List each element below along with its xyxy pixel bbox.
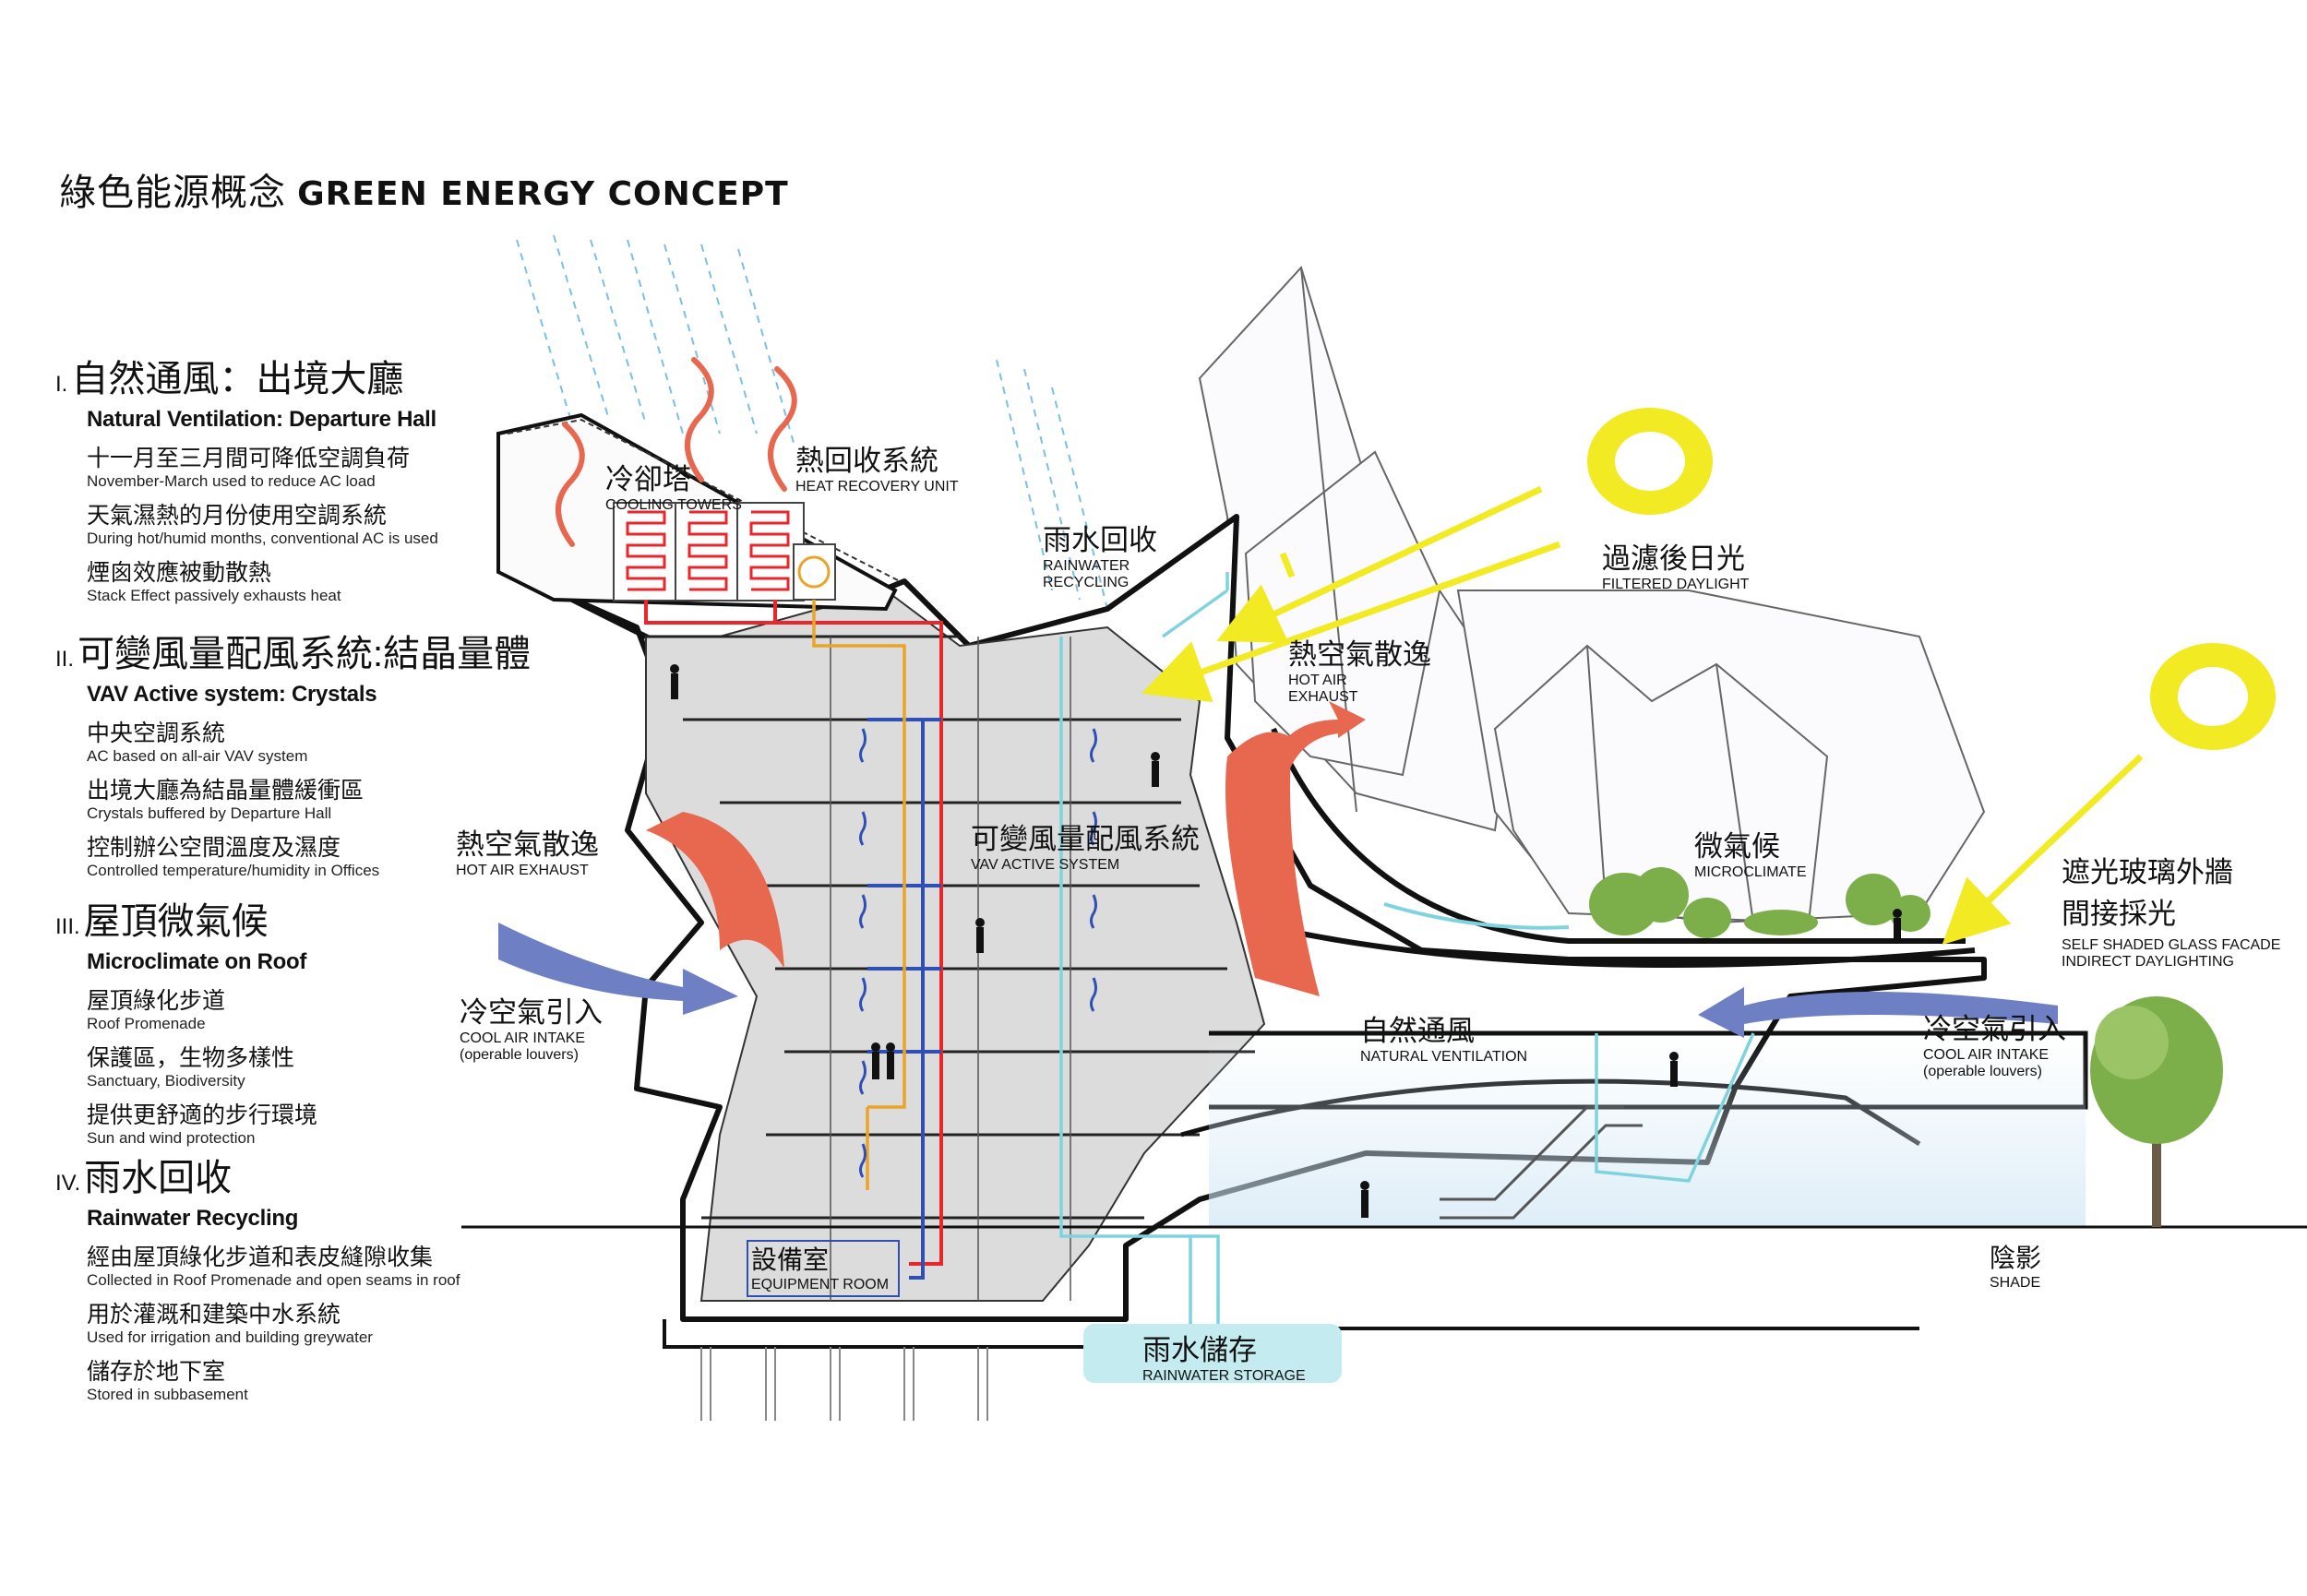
legend-item-en: Stack Effect passively exhausts heat: [87, 587, 341, 604]
legend-item-en: November-March used to reduce AC load: [87, 472, 376, 490]
label-glass-facade: 遮光玻璃外牆 間接採光 SELF SHADED GLASS FACADE IND…: [2062, 856, 2281, 970]
sun-rays: [1142, 485, 2144, 946]
label-hot-air-exhaust-left: 熱空氣散逸 HOT AIR EXHAUST: [456, 828, 599, 878]
label-hot-air-exhaust-top: 熱空氣散逸 HOT AIR EXHAUST: [1288, 638, 1431, 705]
street-tree: [2090, 996, 2223, 1227]
sun-top: [1587, 408, 1713, 515]
label-vav-system: 可變風量配風系統 VAV ACTIVE SYSTEM: [971, 823, 1200, 873]
legend-number: IV.: [55, 1171, 81, 1196]
legend-item-zh: 中央空調系統: [87, 721, 226, 746]
cooling-tower-coils: [613, 502, 805, 601]
legend-heading-zh: 自然通風：出境大廳: [71, 359, 404, 399]
sun-right: [2150, 643, 2276, 750]
legend-item-en: Collected in Roof Promenade and open sea…: [87, 1271, 460, 1289]
legend-item-zh: 天氣濕熱的月份使用空調系統: [87, 503, 388, 529]
legend-item-en: Stored in subbasement: [87, 1386, 248, 1403]
cool-air-intake-right-arrow: [1698, 987, 2058, 1038]
legend-number: II.: [55, 647, 75, 672]
legend-item-zh: 十一月至三月間可降低空調負荷: [87, 446, 411, 471]
legend-item-en: Controlled temperature/humidity in Offic…: [87, 862, 380, 879]
legend-item-zh: 提供更舒適的步行環境: [87, 1102, 318, 1128]
legend-item-en: AC based on all-air VAV system: [87, 747, 308, 765]
legend-heading-en: Natural Ventilation: Departure Hall: [87, 407, 436, 432]
rainwater-storage-box: [1083, 1324, 1342, 1383]
legend-number: I.: [55, 372, 68, 397]
legend-section-4: IV.雨水回收 Rainwater Recycling 經由屋頂綠化步道和表皮縫…: [55, 1157, 572, 1404]
diffuser-icons: [859, 728, 1097, 1178]
legend-number: III.: [55, 914, 80, 939]
hot-air-exhaust-right-arrow: [1225, 732, 1320, 996]
legend-heading-en: Rainwater Recycling: [87, 1206, 299, 1231]
label-rainwater-storage: 雨水儲存 RAINWATER STORAGE: [1142, 1334, 1306, 1384]
label-microclimate: 微氣候 MICROCLIMATE: [1694, 830, 1807, 880]
legend-item-zh: 控制辦公空間溫度及濕度: [87, 835, 341, 861]
duct-orange: [812, 600, 906, 1190]
heat-recovery-unit: [793, 543, 836, 601]
legend-heading-zh: 屋頂微氣候: [83, 901, 269, 942]
hot-air-exhaust-top-arrow: [1273, 701, 1366, 775]
legend-item-en: Roof Promenade: [87, 1015, 206, 1032]
cool-air-intake-left-arrow: [498, 923, 738, 1015]
legend-item-en: Used for irrigation and building greywat…: [87, 1328, 373, 1346]
legend-item-en: Sanctuary, Biodiversity: [87, 1072, 245, 1090]
legend-section-2: II.可變風量配風系統:結晶量體 VAV Active system: Crys…: [55, 633, 572, 880]
label-cool-air-intake-left: 冷空氣引入 COOL AIR INTAKE (operable louvers): [460, 996, 603, 1063]
legend-heading-en: VAV Active system: Crystals: [87, 682, 377, 707]
title-zh: 綠色能源概念: [59, 173, 286, 213]
legend-item-zh: 儲存於地下室: [87, 1359, 226, 1385]
legend-heading-zh: 可變風量配風系統:結晶量體: [78, 634, 532, 674]
label-cool-air-intake-right: 冷空氣引入 COOL AIR INTAKE (operable louvers): [1923, 1013, 2066, 1079]
rain-lines: [516, 234, 1108, 610]
hot-air-exhaust-left-arrow: [646, 812, 784, 969]
legend-section-1: I.自然通風：出境大廳 Natural Ventilation: Departu…: [55, 358, 572, 605]
page-title: 綠色能源概念 GREEN ENERGY CONCEPT: [59, 162, 789, 216]
label-rainwater-recycling: 雨水回收 RAINWATER RECYCLING: [1043, 524, 1157, 590]
duct-red: [644, 600, 943, 1266]
label-shade: 陰影 SHADE: [1990, 1244, 2042, 1291]
people-silhouettes: [670, 664, 1902, 1218]
legend-item-zh: 經由屋頂綠化步道和表皮縫隙收集: [87, 1245, 434, 1270]
legend-item-en: During hot/humid months, conventional AC…: [87, 530, 438, 547]
legend-item-zh: 煙囪效應被動散熱: [87, 560, 272, 586]
legend-heading-zh: 雨水回收: [84, 1158, 233, 1198]
legend-item-zh: 用於灌溉和建築中水系統: [87, 1302, 341, 1328]
label-natural-ventilation: 自然通風 NATURAL VENTILATION: [1360, 1015, 1528, 1065]
equipment-room-box: [747, 1240, 900, 1297]
hot-air-wisps: [556, 357, 797, 547]
label-equipment-room: 設備室 EQUIPMENT ROOM: [751, 1245, 890, 1292]
legend-item-zh: 屋頂綠化步道: [87, 988, 226, 1014]
label-cooling-towers: 冷卻塔 COOLING TOWERS: [605, 463, 742, 513]
legend-item-zh: 保護區，生物多樣性: [87, 1045, 295, 1071]
legend-heading-en: Microclimate on Roof: [87, 949, 307, 974]
legend-item-en: Sun and wind protection: [87, 1129, 256, 1147]
title-en: GREEN ENERGY CONCEPT: [297, 175, 789, 213]
roof-garden: [1589, 867, 1930, 938]
legend-item-zh: 出境大廳為結晶量體緩衝區: [87, 778, 365, 804]
legend-item-en: Crystals buffered by Departure Hall: [87, 804, 332, 822]
label-heat-recovery: 熱回收系統 HEAT RECOVERY UNIT: [795, 445, 959, 494]
label-filtered-daylight: 過濾後日光 FILTERED DAYLIGHT: [1602, 542, 1750, 592]
legend-section-3: III.屋頂微氣候 Microclimate on Roof 屋頂綠化步道 Ro…: [55, 900, 572, 1148]
